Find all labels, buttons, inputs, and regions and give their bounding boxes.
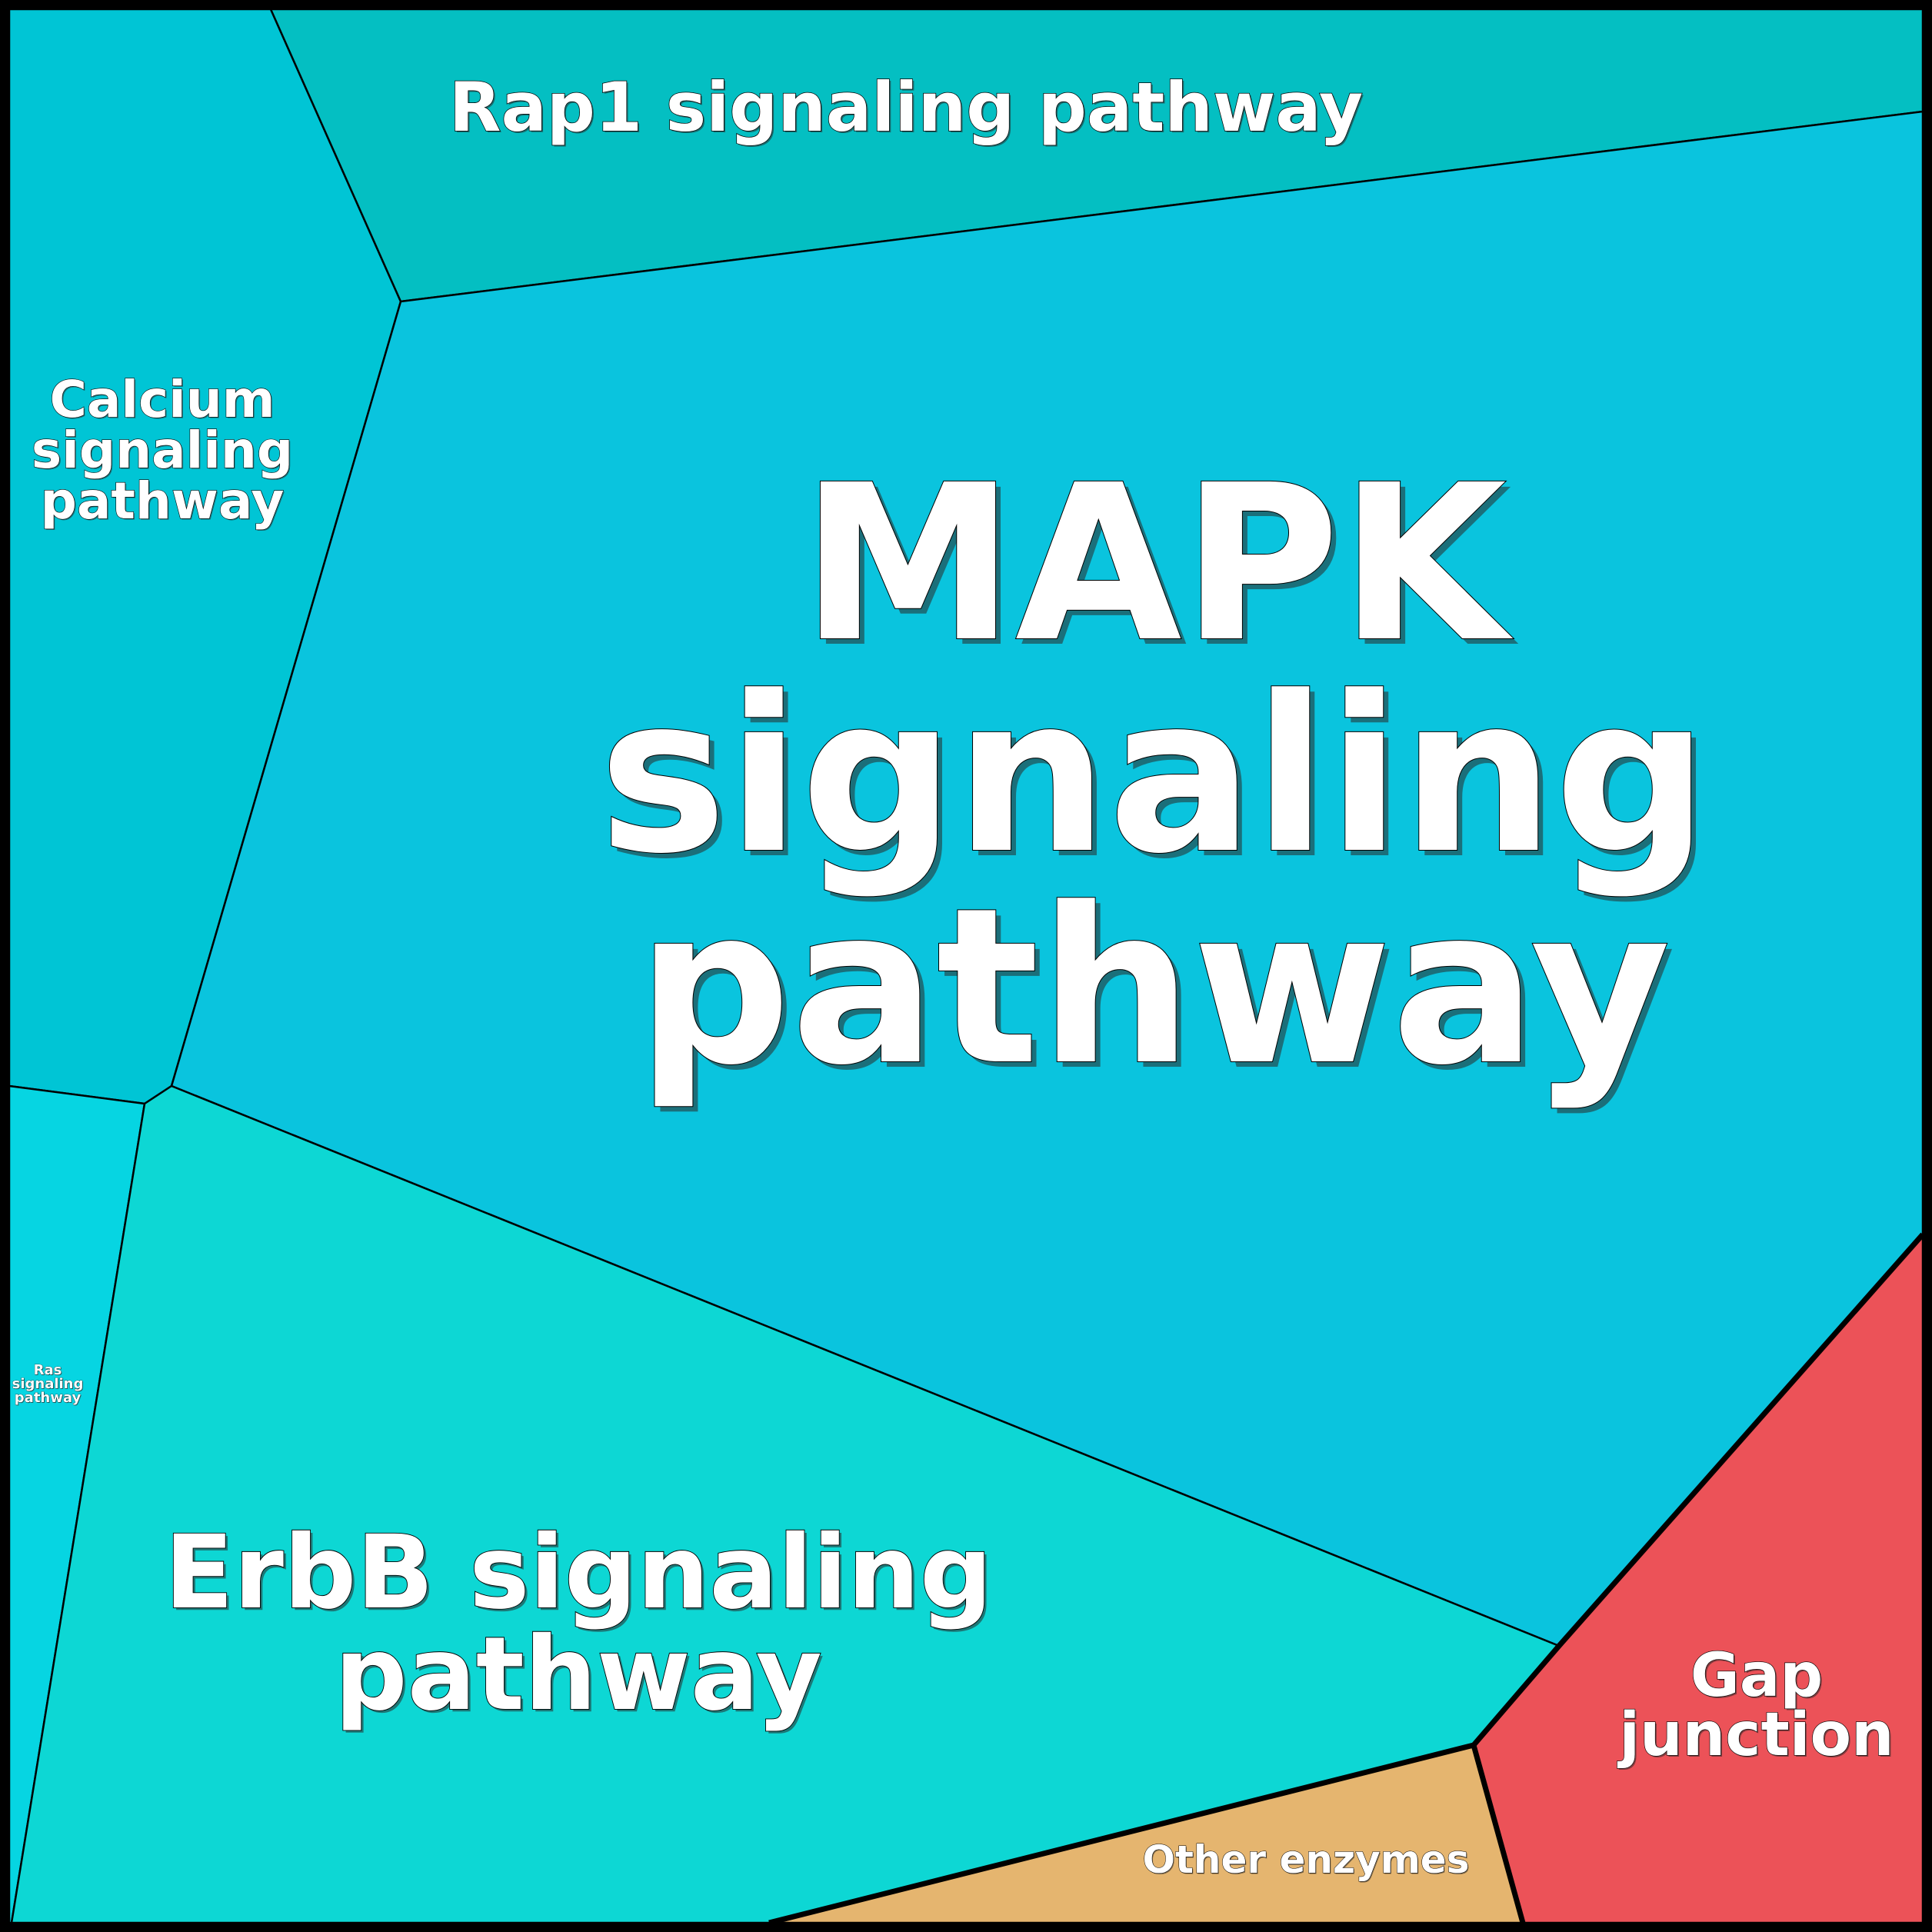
label-shadow: pathway <box>337 1617 824 1736</box>
group-boundary <box>768 1232 1925 1926</box>
label-line: MAPK <box>801 439 1514 690</box>
label-shadow: pathway <box>15 1391 82 1407</box>
label-line: ErbB signaling <box>165 1514 993 1632</box>
label-shadow: Other enzymes <box>1144 1838 1471 1883</box>
label-shadow: Ras <box>35 1363 63 1379</box>
label-line: pathway <box>637 862 1671 1113</box>
label-shadow: signaling <box>13 1377 85 1393</box>
label-line: junction <box>1617 1700 1894 1770</box>
label-line: signaling <box>12 1376 84 1392</box>
label-shadow: ErbB signaling <box>167 1516 995 1634</box>
label-line: Gap <box>1690 1641 1824 1710</box>
label-shadow: pathway <box>642 868 1676 1118</box>
label-line: Other enzymes <box>1143 1837 1470 1882</box>
label-line: Calcium <box>49 370 275 429</box>
group-boundary <box>1471 1744 1526 1924</box>
label-shadow: pathway <box>42 473 285 532</box>
label-shadow: MAPK <box>806 445 1520 695</box>
label-shadow: Gap <box>1692 1643 1825 1712</box>
label-shadow: signaling <box>33 422 295 481</box>
label-line: pathway <box>41 471 285 531</box>
label-line: Ras <box>34 1362 62 1378</box>
label-line: pathway <box>15 1390 82 1406</box>
label-line: Rap1 signaling pathway <box>449 68 1364 147</box>
label-line: pathway <box>335 1615 822 1734</box>
label-line: signaling <box>32 421 293 480</box>
cells-layer <box>8 8 1924 1924</box>
label-line: signaling <box>598 651 1708 901</box>
label-shadow: Calcium <box>51 371 276 431</box>
label-shadow: junction <box>1618 1702 1895 1771</box>
label-shadow: Rap1 signaling pathway <box>451 69 1365 148</box>
label-shadow: signaling <box>604 656 1714 907</box>
